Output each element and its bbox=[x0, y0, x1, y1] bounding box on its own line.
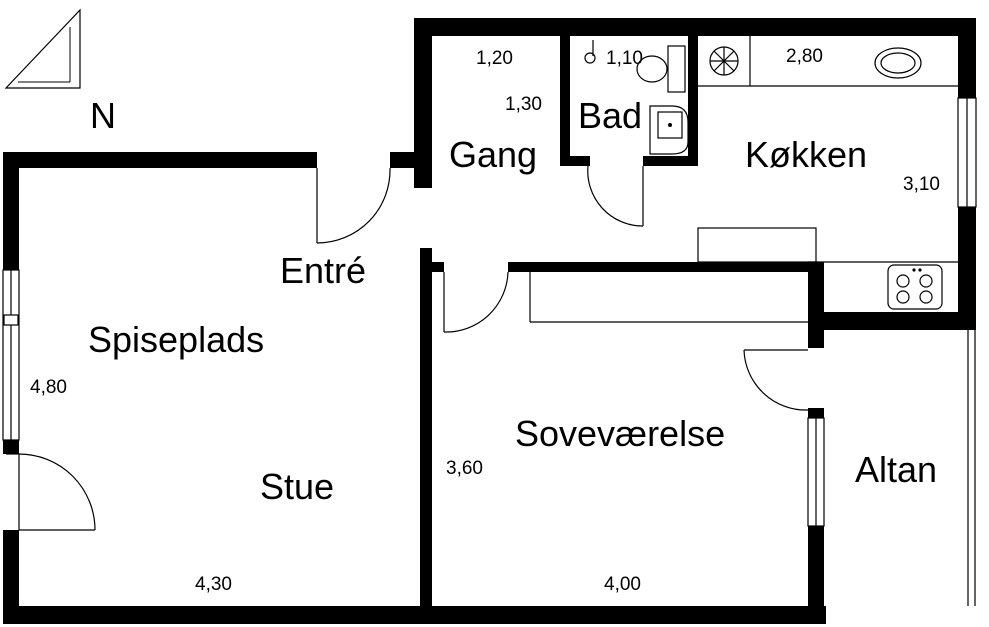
shower-icon bbox=[584, 40, 596, 64]
washbasin-icon bbox=[649, 105, 689, 155]
room-label-bad: Bad bbox=[578, 95, 642, 136]
walls bbox=[3, 18, 976, 624]
room-labels: Gang Bad Køkken Entré Spiseplads Stue So… bbox=[88, 95, 937, 507]
room-label-spiseplads: Spiseplads bbox=[88, 319, 264, 360]
dim-gang-length: 1,30 bbox=[505, 94, 542, 115]
room-label-entre: Entré bbox=[280, 250, 366, 291]
balcony-door bbox=[743, 349, 809, 411]
dim-sove-depth: 3,60 bbox=[446, 458, 483, 479]
kitchen-fixtures bbox=[697, 36, 958, 310]
fan-icon bbox=[709, 46, 739, 76]
dim-stue-depth: 4,80 bbox=[30, 377, 67, 398]
room-label-altan: Altan bbox=[855, 449, 937, 490]
bathroom-fixtures bbox=[584, 40, 689, 155]
room-label-kokken: Køkken bbox=[745, 134, 867, 175]
doors bbox=[6, 165, 809, 531]
north-arrow-icon bbox=[4, 8, 81, 89]
dim-stue-width: 4,30 bbox=[195, 574, 232, 595]
toilet-icon bbox=[636, 45, 686, 93]
sink-icon bbox=[874, 47, 922, 79]
dimension-labels: 1,20 1,30 1,10 2,80 3,10 4,80 4,30 3,60 … bbox=[30, 46, 940, 595]
dim-kokken-depth: 3,10 bbox=[903, 174, 940, 195]
windows bbox=[2, 97, 977, 606]
room-label-gang: Gang bbox=[449, 134, 537, 175]
dim-kokken-width: 2,80 bbox=[786, 46, 823, 67]
room-label-sovevaerelse: Soveværelse bbox=[515, 413, 725, 454]
bathroom-door bbox=[587, 165, 644, 227]
dim-bad-width: 1,10 bbox=[606, 48, 643, 69]
stove-icon bbox=[887, 264, 943, 310]
living-door bbox=[6, 453, 96, 531]
bedroom-door bbox=[443, 271, 509, 333]
dim-gang-width: 1,20 bbox=[476, 48, 513, 69]
room-label-stue: Stue bbox=[260, 466, 334, 507]
wardrobe bbox=[529, 272, 808, 323]
entrance-door bbox=[316, 167, 391, 244]
dim-sove-width: 4,00 bbox=[604, 574, 641, 595]
compass-label: N bbox=[90, 95, 116, 136]
